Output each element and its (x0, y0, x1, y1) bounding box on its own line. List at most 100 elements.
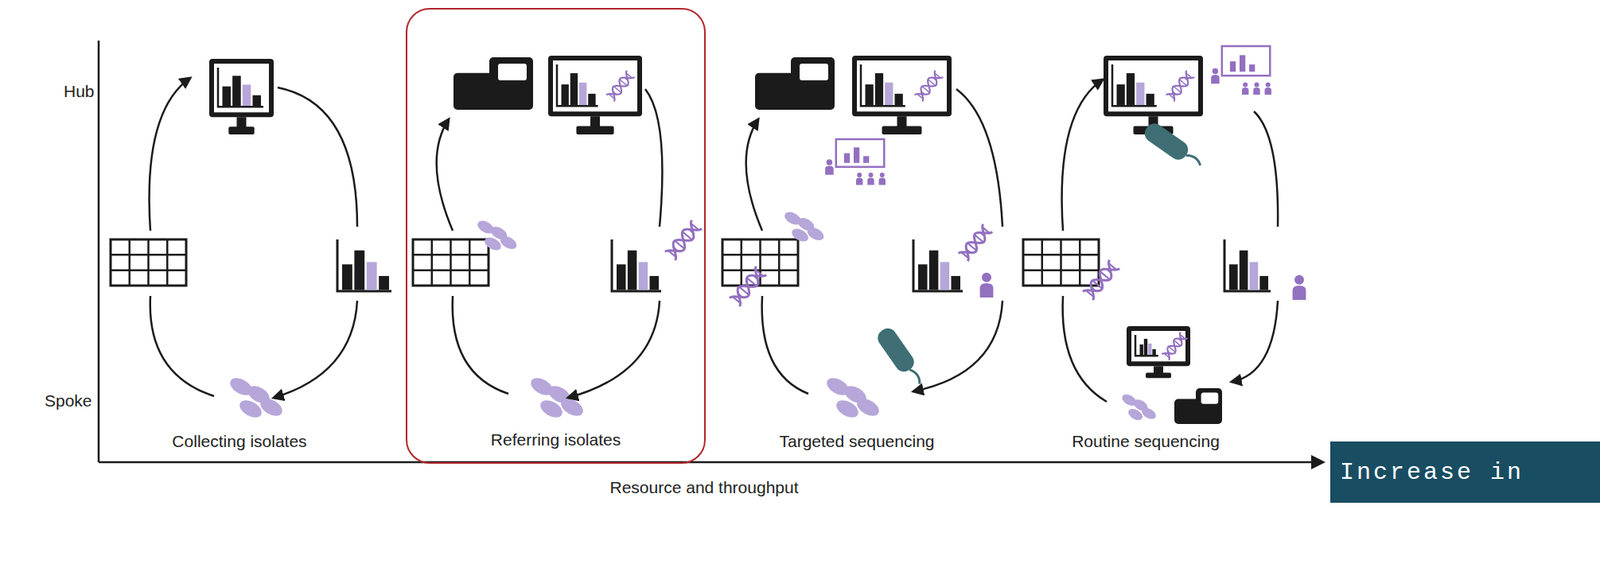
table-grid (1023, 268, 1099, 272)
bacterium (789, 225, 810, 245)
monitor-frame (1126, 326, 1191, 366)
bar (366, 261, 378, 290)
bacterium (558, 395, 587, 421)
dna-rung (689, 229, 694, 234)
stage-label: Referring isolates (490, 430, 621, 450)
person-body (1265, 87, 1272, 95)
monitor-screen (214, 63, 269, 113)
banner-text: Increase in (1339, 459, 1524, 487)
dna-rung (961, 252, 969, 259)
bar-chart-axis (1112, 64, 1157, 106)
person-body (980, 283, 994, 298)
dna-rung (933, 77, 937, 82)
dna-strand (665, 220, 702, 261)
bar (587, 93, 596, 106)
axis-tick-label: Hub (63, 81, 95, 102)
bar (1146, 93, 1155, 106)
cycle-arrow (1062, 79, 1103, 231)
cycle-arrow (762, 295, 809, 394)
dna-rung (739, 286, 749, 295)
dna-rung (1168, 346, 1176, 352)
monitor-screen (856, 60, 947, 112)
cycle-arrow (277, 87, 358, 227)
bar (354, 250, 365, 291)
bar (1152, 349, 1156, 355)
dna-rung (738, 293, 744, 298)
x-axis-arrowhead (1311, 455, 1326, 470)
dna-rung (927, 79, 936, 86)
sequencer-window (799, 63, 829, 81)
device-cable (1186, 152, 1203, 166)
person-head (1265, 81, 1271, 87)
banner-box: Increase in (1330, 441, 1600, 503)
board-bar (1230, 61, 1236, 72)
bar (1259, 276, 1269, 291)
table-grid (759, 239, 762, 286)
person-head (1253, 81, 1259, 87)
table-grid (110, 253, 187, 257)
dna-icon (729, 266, 767, 308)
dna-strand (1161, 332, 1188, 361)
cycle-arrow (149, 77, 191, 231)
dna-rung (1086, 290, 1094, 297)
stage-icons (729, 55, 993, 421)
table-grid (1078, 239, 1082, 286)
dna-icon (914, 70, 944, 102)
cycle-arrow (746, 119, 763, 231)
dna-rung (1179, 334, 1186, 339)
cycle-arrow (956, 89, 1003, 227)
bar (616, 264, 627, 290)
sequencer-window (1201, 392, 1219, 404)
device-body (1141, 120, 1192, 164)
dna-rung (934, 73, 942, 78)
person-body (867, 178, 874, 186)
dna-rung (624, 77, 628, 82)
bar (561, 84, 569, 106)
table-grid (449, 239, 452, 286)
table-grid (412, 268, 489, 272)
cycle-arrow (1231, 300, 1278, 382)
dna-icon (1166, 70, 1196, 102)
monitor-neck (897, 116, 908, 127)
dna-rung (1186, 73, 1193, 78)
bar (895, 93, 904, 106)
monitor-base (882, 126, 923, 135)
dna-rung (747, 277, 757, 286)
bacterium (537, 397, 566, 422)
dna-rung (922, 85, 931, 93)
bar (1144, 338, 1148, 355)
bar-chart-axis (913, 239, 963, 292)
sequencer-top (489, 57, 534, 90)
bar (1249, 261, 1259, 290)
cycle-arrow (645, 89, 662, 227)
cycle-arrow (436, 119, 453, 231)
stage-icons (209, 58, 392, 421)
bacterium (1126, 406, 1145, 423)
sequencer-top (1195, 388, 1223, 410)
monitor-base (576, 126, 614, 135)
bar (342, 264, 353, 290)
dna-rung (921, 91, 925, 95)
handheld-sequencer (1141, 120, 1207, 174)
bar-chart-axis (611, 239, 662, 292)
board-bar (853, 147, 860, 163)
cycle-arrow (913, 300, 1003, 392)
person-body (1292, 285, 1307, 300)
dna-rung (1173, 85, 1182, 93)
dna-rung (755, 269, 764, 277)
bar (940, 261, 950, 290)
cycle-arrow (1062, 295, 1107, 402)
bar-chart-axis (1135, 334, 1159, 356)
bar-chart-axis (556, 64, 599, 106)
monitor-frame (209, 58, 274, 117)
dna-rung (732, 296, 741, 304)
dna-rung (1179, 79, 1188, 86)
board (1222, 46, 1270, 76)
dna-icon (1082, 260, 1120, 301)
table-grid (722, 268, 799, 272)
monitor-frame (852, 55, 952, 117)
bar (252, 95, 261, 106)
monitor-frame (548, 55, 643, 117)
bacterium (257, 395, 286, 421)
